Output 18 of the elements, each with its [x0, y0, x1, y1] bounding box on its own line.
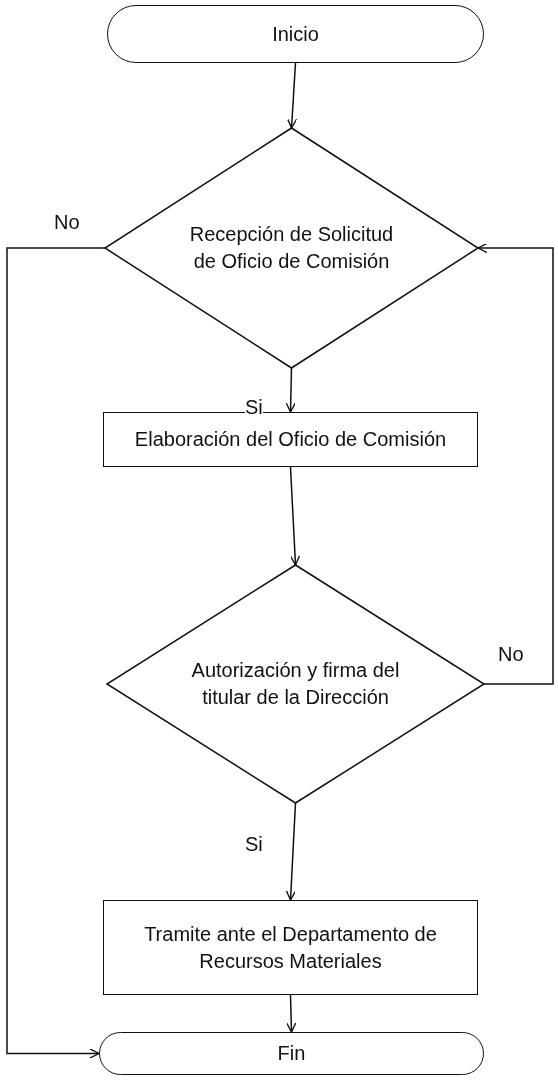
- arrow: [286, 62, 298, 129]
- node-label: Elaboración del Oficio de Comisión: [134, 427, 447, 452]
- node-label: Fin: [277, 1041, 306, 1066]
- terminal-box: [99, 1032, 484, 1075]
- decision-diamond: [103, 127, 480, 369]
- arrow: [477, 242, 554, 685]
- node-label: Inicio: [272, 21, 319, 47]
- arrow: [286, 994, 297, 1033]
- arrow: [285, 367, 296, 413]
- arrow: [285, 802, 297, 901]
- node-label: Tramite ante el Departamento de Recursos Materiales: [143, 921, 438, 974]
- node-label: Recepción de Solicitud de Oficio de Comisión: [188, 222, 395, 274]
- decision-diamond: [105, 564, 486, 804]
- node-label: Autorización y firma del titular de la Dirección: [190, 658, 401, 710]
- arrow: [289, 466, 301, 566]
- arrow: [6, 247, 106, 1059]
- process-box: [103, 412, 478, 467]
- process-box: [103, 900, 478, 995]
